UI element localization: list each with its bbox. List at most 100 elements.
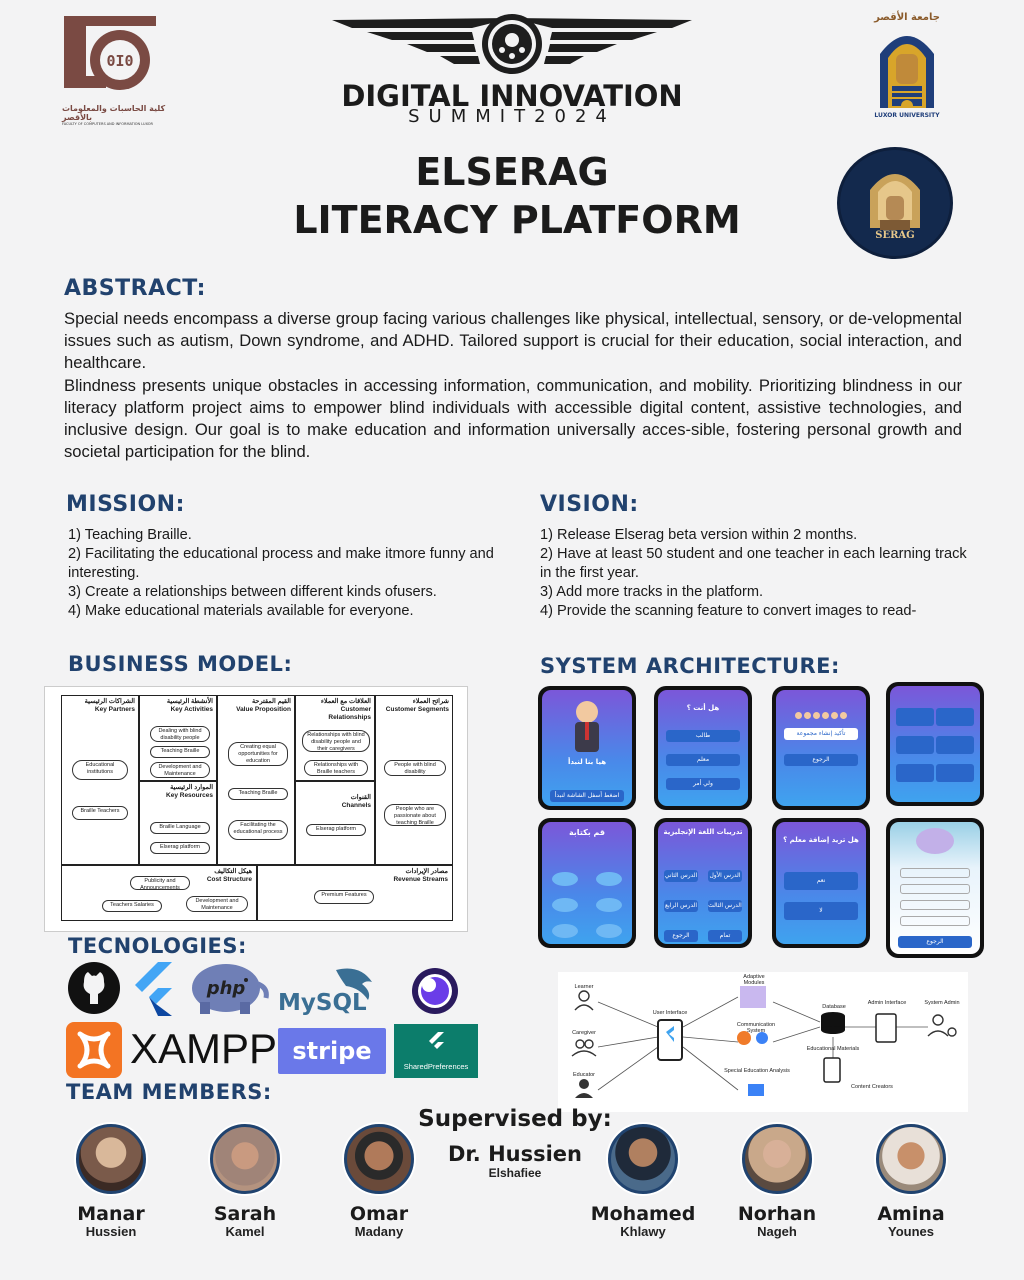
faculty-logo: 0I0 كلية الحاسبات والمعلومات بالأقصر FAC… (62, 14, 172, 126)
stripe-label: stripe (292, 1037, 372, 1065)
bmc-pill: Relationships with blind disability peop… (302, 730, 370, 752)
lesson-back-button[interactable]: الرجوع (664, 930, 698, 942)
bmc-pill: People with blind disability (384, 760, 446, 776)
app-screen-english-lessons: تدريبات اللغة الإنجليزية الدرس الأول الد… (654, 818, 752, 948)
bmc-label-en: Value Proposition (236, 706, 291, 713)
bmc-label-ar: القيم المقترحة (251, 698, 291, 705)
bmc-pill: Development and Maintenance (186, 896, 248, 912)
dashboard-tile[interactable] (896, 764, 934, 782)
architecture-diagram: Learner Caregiver Educator User Interfac… (558, 972, 968, 1112)
lesson-ok-button[interactable]: تمام (708, 930, 742, 942)
role-teacher-button[interactable]: معلم (666, 754, 740, 766)
member-last-name: Madany (354, 1224, 404, 1239)
actor-learner: Learner (574, 984, 594, 990)
pharaoh-mask-icon (880, 36, 934, 112)
braille-dot[interactable] (552, 898, 578, 912)
form-field[interactable] (900, 884, 970, 894)
actor-educator: Educator (572, 1072, 595, 1078)
university-arabic: جامعة الأقصر (874, 12, 940, 23)
confirm-group-button[interactable]: تأكيد إنشاء مجموعة (784, 728, 858, 740)
supervisor-label: Supervised by: (418, 1106, 612, 1132)
bmc-pill: Braille Teachers (72, 806, 128, 820)
role-student-button[interactable]: طالب (666, 730, 740, 742)
bmc-pill: Teachers Salaries (102, 900, 162, 912)
dashboard-tile[interactable] (896, 736, 934, 754)
role-parent-button[interactable]: ولي أمر (666, 778, 740, 790)
team-member: Norhan Nageh (722, 1124, 832, 1240)
team-member: Amina Younes (856, 1124, 966, 1240)
member-first-name: Mohamed (590, 1203, 696, 1225)
summit-title: DIGITAL INNOVATION (341, 79, 683, 113)
dashboard-tile[interactable] (896, 708, 934, 726)
add-teacher-title: هل تريد إضافة معلم ؟ (783, 836, 859, 844)
node-educational-materials: Educational Materials (806, 1046, 860, 1052)
bmc-pill: Publicity and Announcements (130, 876, 190, 891)
shared-preferences-logo: SharedPreferences (394, 1024, 478, 1078)
team-member: Mohamed Khlawy (588, 1124, 698, 1240)
braille-dot[interactable] (552, 924, 578, 938)
avatar (876, 1124, 946, 1194)
lesson-button[interactable]: الدرس الثاني (664, 870, 698, 882)
luxor-university-logo: جامعة الأقصر LUXOR UNIVERSITY (872, 12, 942, 120)
xampp-label: XAMPP (130, 1025, 278, 1072)
xampp-icon (66, 1022, 122, 1078)
no-button[interactable]: لا (784, 902, 858, 920)
bmc-pill: Educational institutions (72, 760, 128, 780)
lesson-button[interactable]: الدرس الرابع (664, 900, 698, 912)
flutter-icon (135, 962, 172, 1016)
vision-list: 1) Release Elserag beta version within 2… (540, 526, 972, 621)
avatar (608, 1124, 678, 1194)
bmc-pill: Development and Maintenance (150, 762, 210, 778)
braille-dot[interactable] (552, 872, 578, 886)
abstract-heading: ABSTRACT: (64, 276, 206, 301)
bmc-label-ar: شرائح العملاء (412, 698, 449, 705)
serag-logo-text: SERAG (875, 230, 915, 241)
member-first-name: Norhan (737, 1203, 817, 1225)
braille-dot[interactable] (596, 898, 622, 912)
system-architecture-heading: SYSTEM ARCHITECTURE: (540, 654, 840, 678)
lesson-button[interactable]: الدرس الثالث (708, 900, 742, 912)
team-member: Manar Hussien (56, 1124, 166, 1240)
dashboard-tile[interactable] (936, 736, 974, 754)
node-system-admin: System Admin (924, 1000, 960, 1006)
faculty-logo-english: FACULTY OF COMPUTERS AND INFORMATION LUX… (62, 122, 153, 126)
braille-dot[interactable] (596, 924, 622, 938)
form-field[interactable] (900, 916, 970, 926)
project-title-line2: LITERACY PLATFORM (293, 198, 741, 242)
firebase-logo (410, 966, 460, 1020)
start-button[interactable]: اضغط أسفل الشاشة لنبدأ (550, 790, 624, 802)
dashboard-tile[interactable] (936, 764, 974, 782)
mission-list: 1) Teaching Braille. 2) Facilitating the… (68, 526, 518, 621)
bmc-pill: Facilitating the educational process (228, 820, 288, 840)
dashboard-tile[interactable] (936, 708, 974, 726)
bmc-label-en: Customer Relationships (328, 706, 371, 721)
bmc-pill: Braille Language (150, 822, 210, 834)
bmc-label-en: Revenue Streams (393, 876, 448, 883)
app-screen-group: تأكيد إنشاء مجموعة الرجوع (772, 686, 870, 810)
lesson-button[interactable]: الدرس الأول (708, 870, 742, 882)
form-back-button[interactable]: الرجوع (898, 936, 972, 948)
back-button[interactable]: الرجوع (784, 754, 858, 766)
welcome-title: هيا بنا لنبدأ (567, 758, 607, 766)
node-communication: Communication System (736, 1022, 776, 1034)
member-first-name: Manar (77, 1203, 145, 1225)
abstract-paragraph-1: Special needs encompass a diverse group … (64, 309, 962, 372)
mission-item: 1) Teaching Braille. (68, 527, 192, 543)
form-field[interactable] (900, 868, 970, 878)
bmc-pill: Creating equal opportunities for educati… (228, 742, 288, 766)
braille-dot[interactable] (596, 872, 622, 886)
vision-item: 4) Provide the scanning feature to conve… (540, 603, 917, 619)
abstract-paragraph-2: Blindness presents unique obstacles in a… (64, 376, 962, 461)
vision-heading: VISION: (540, 492, 639, 517)
mysql-dolphin-icon (336, 968, 372, 1000)
avatar (76, 1124, 146, 1194)
summit-subtitle: SUMMIT2024 (408, 106, 616, 127)
form-field[interactable] (900, 900, 970, 910)
yes-button[interactable]: نعم (784, 872, 858, 890)
node-user-interface: User Interface (652, 1010, 688, 1016)
bmc-pill: Elserag platform (150, 842, 210, 854)
project-title-line1: ELSERAG (415, 150, 609, 194)
